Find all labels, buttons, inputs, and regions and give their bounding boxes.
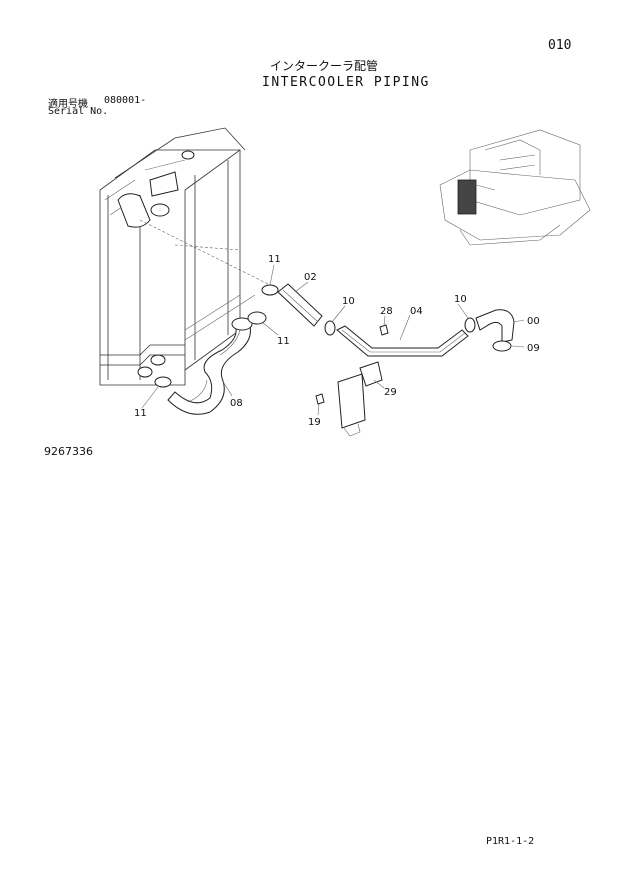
title-japanese: インタークーラ配管 <box>270 59 379 73</box>
page-number: 010 <box>548 38 572 53</box>
callout-11-middle: 11 <box>277 336 290 347</box>
callout-11-upper: 11 <box>268 254 281 265</box>
bolt-28 <box>379 324 389 336</box>
callout-10-right: 10 <box>454 294 467 305</box>
clamp-10-left <box>324 320 336 336</box>
serial-label-english: Serial No. <box>48 106 109 117</box>
callout-10-left: 10 <box>342 296 355 307</box>
serial-value: 080001- <box>104 95 147 106</box>
bracket-29 <box>337 361 383 437</box>
clamp-09 <box>492 340 512 352</box>
pipe-04 <box>336 325 469 357</box>
callout-29: 29 <box>384 387 397 398</box>
radiator-assembly <box>99 127 271 386</box>
callout-09: 09 <box>527 343 540 354</box>
hose-00 <box>475 309 515 343</box>
clamp-10-right <box>464 317 476 333</box>
title-english: INTERCOOLER PIPING <box>262 75 430 90</box>
callout-19: 19 <box>308 417 321 428</box>
hose-02 <box>277 283 323 327</box>
serial-label-japanese: 適用号機 <box>48 99 88 110</box>
clamp-11-upper <box>261 284 279 296</box>
bolt-19 <box>315 393 325 405</box>
callout-28: 28 <box>380 306 393 317</box>
clamp-11-middle <box>247 311 267 325</box>
callout-02: 02 <box>304 272 317 283</box>
callout-04: 04 <box>410 306 423 317</box>
drawing-number: 9267336 <box>44 445 93 458</box>
machine-overview-sketch <box>439 129 591 246</box>
footer-reference: P1R1-1-2 <box>486 836 535 847</box>
callout-11-lower: 11 <box>134 408 147 419</box>
leader-lines <box>141 264 525 416</box>
hose-08 <box>167 317 253 415</box>
callout-00: 00 <box>527 316 540 327</box>
callout-08: 08 <box>230 398 243 409</box>
clamp-11-lower <box>154 376 172 388</box>
